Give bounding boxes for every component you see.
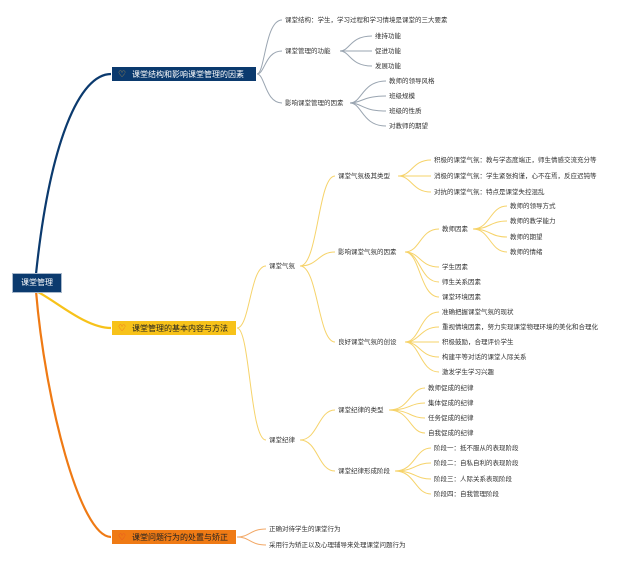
connector-root-branch2	[35, 290, 112, 330]
connector-root-branch3	[34, 290, 112, 539]
connector-root-branch1	[34, 72, 112, 275]
topic-label[interactable]: 教师的期望	[510, 233, 543, 241]
heart-icon: ♡	[118, 324, 127, 334]
topic-label[interactable]: 阶段四：自我管理阶段	[434, 490, 499, 498]
topic-label[interactable]: 课堂纪律的类型	[338, 406, 384, 414]
topic-label[interactable]: 教师因素	[442, 225, 468, 233]
topic-label[interactable]: 采用行为矫正以及心理辅导来处理课堂问题行为	[269, 541, 406, 549]
topic-label[interactable]: 课堂纪律形成阶段	[338, 467, 390, 475]
topic-label[interactable]: 影响课堂管理的因素	[285, 99, 344, 107]
branch3-node[interactable]: ♡ 课堂问题行为的处置与矫正	[111, 529, 237, 545]
topic-label[interactable]: 构建平等对话的课堂人际关系	[442, 353, 527, 361]
topic-label[interactable]: 班级的性质	[389, 107, 422, 115]
topic-label[interactable]: 积极的课堂气氛：教与学态度端正，师生情感交流充分等	[434, 156, 597, 164]
topic-label[interactable]: 集体促成的纪律	[428, 399, 474, 407]
topic-label[interactable]: 重视情境因素，努力实现课堂物理环境的美化和合理化	[442, 323, 598, 331]
branch1-title: 课堂结构和影响课堂管理的因素	[132, 70, 244, 79]
branch1-node[interactable]: ♡ 课堂结构和影响课堂管理的因素	[111, 66, 257, 82]
topic-label[interactable]: 积极鼓励，合理评价学生	[442, 338, 514, 346]
topic-label[interactable]: 良好课堂气氛的创设	[338, 338, 397, 346]
topic-label[interactable]: 课堂纪律	[269, 436, 295, 444]
topic-label[interactable]: 课堂气氛极其类型	[338, 172, 390, 180]
topic-label[interactable]: 促进功能	[375, 47, 401, 55]
topic-label[interactable]: 准确把握课堂气氛的现状	[442, 308, 514, 316]
topic-label[interactable]: 影响课堂气氛的因素	[338, 248, 397, 256]
branch3-title: 课堂问题行为的处置与矫正	[132, 533, 228, 542]
heart-icon: ♡	[118, 533, 127, 543]
topic-label[interactable]: 学生因素	[442, 263, 468, 271]
topic-label[interactable]: 教师的领导方式	[510, 202, 556, 210]
topic-label[interactable]: 对教师的期望	[389, 122, 428, 130]
branch2-node[interactable]: ♡ 课堂管理的基本内容与方法	[111, 320, 237, 336]
topic-label[interactable]: 自我促成的纪律	[428, 429, 474, 437]
topic-label[interactable]: 维持功能	[375, 32, 401, 40]
topic-label[interactable]: 任务促成的纪律	[428, 414, 474, 422]
branch2-title: 课堂管理的基本内容与方法	[132, 324, 228, 333]
topic-label[interactable]: 正确对待学生的课堂行为	[269, 525, 341, 533]
topic-label[interactable]: 课堂气氛	[269, 262, 295, 270]
topic-label[interactable]: 激发学生学习兴趣	[442, 368, 494, 376]
topic-label[interactable]: 对抗的课堂气氛：特点是课堂失控混乱	[434, 188, 545, 196]
heart-icon: ♡	[118, 70, 127, 80]
topic-label[interactable]: 师生关系因素	[442, 278, 481, 286]
root-node[interactable]: 课堂管理	[12, 273, 62, 293]
branch3-connectors	[236, 528, 267, 546]
topic-label[interactable]: 教师的教学能力	[510, 217, 556, 225]
topic-label[interactable]: 课堂环境因素	[442, 293, 481, 301]
topic-label[interactable]: 课堂结构：学生，学习过程和学习情境是课堂的三大要素	[285, 16, 448, 24]
branch1-connectors	[256, 19, 387, 127]
topic-label[interactable]: 教师的情绪	[510, 248, 543, 256]
topic-label[interactable]: 阶段三：人际关系表现阶段	[434, 475, 512, 483]
topic-label[interactable]: 阶段一：抵不服从的表现阶段	[434, 444, 519, 452]
topic-label[interactable]: 发展功能	[375, 62, 401, 70]
topic-label[interactable]: 班级规模	[389, 92, 415, 100]
topic-label[interactable]: 教师的领导风格	[389, 77, 435, 85]
topic-label[interactable]: 课堂管理的功能	[285, 47, 331, 55]
branch2-connectors	[236, 159, 508, 495]
topic-label[interactable]: 教师促成的纪律	[428, 384, 474, 392]
topic-label[interactable]: 阶段二：自私自利的表现阶段	[434, 459, 519, 467]
topic-label[interactable]: 消极的课堂气氛：学生紧张拘谨，心不在焉，反应迟钝等	[434, 172, 597, 180]
